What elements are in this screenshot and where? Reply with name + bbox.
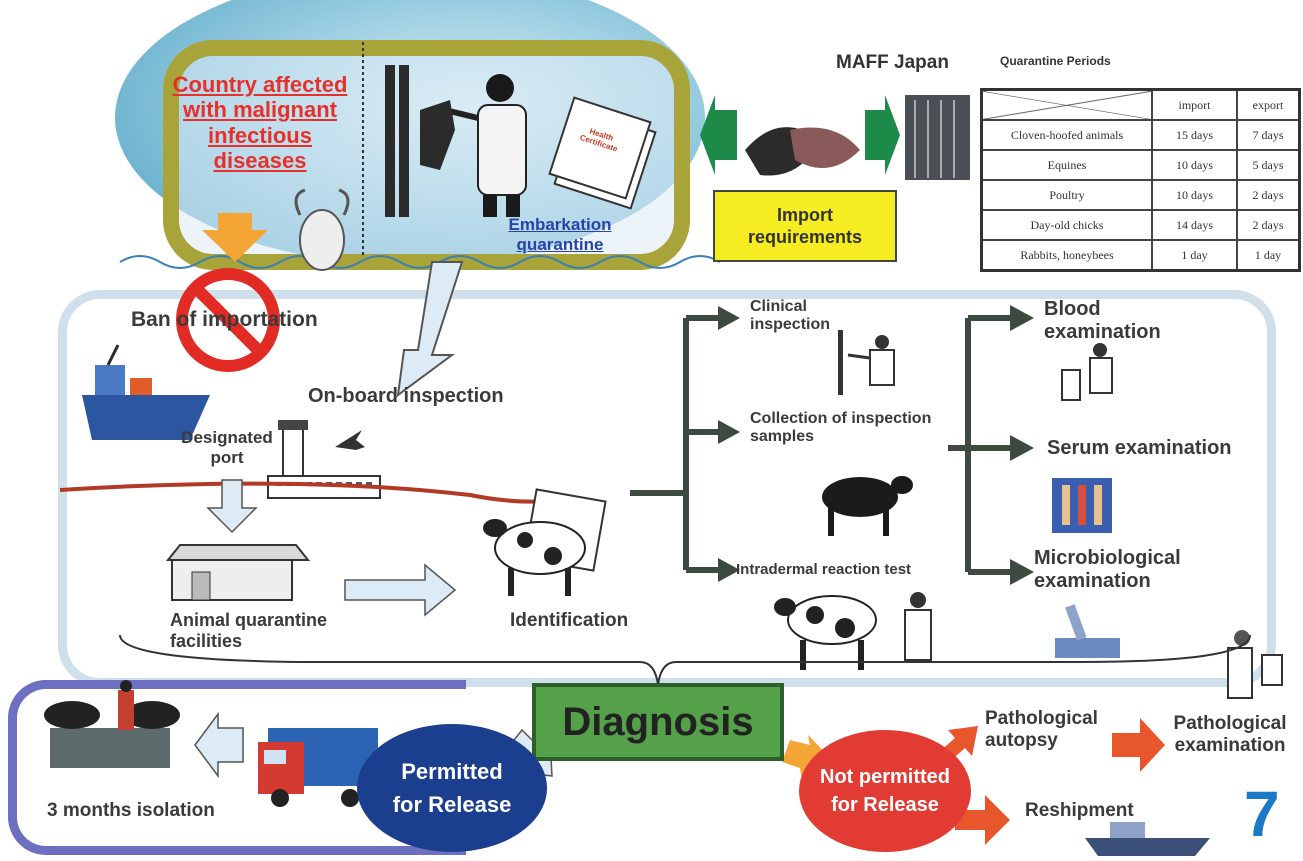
maff-japan-label: MAFF Japan	[836, 52, 949, 73]
table-cell: Equines	[980, 149, 1153, 181]
cargo-ship-icon	[82, 344, 210, 440]
flow-branch-arrows	[630, 305, 1034, 585]
quarantine-periods-title: Quarantine Periods	[1000, 54, 1111, 68]
facility-right-arrow	[344, 563, 457, 617]
table-row: Equines 10 days 5 days	[980, 149, 1301, 181]
table-cell: 1 day	[1236, 239, 1301, 272]
gate-bar-right	[399, 65, 409, 217]
microscope-icon	[1055, 604, 1120, 658]
animal-quarantine-facilities-label: Animal quarantine facilities	[170, 610, 328, 651]
intradermal-test-icon	[774, 592, 932, 670]
maff-right-green-arrow-head	[885, 95, 900, 175]
microbiological-examination-label: Microbiological examination	[1034, 547, 1181, 592]
ban-sign-icon	[176, 268, 280, 372]
table-cell: 2 days	[1236, 209, 1301, 241]
table-cell: 10 days	[1151, 179, 1238, 211]
maff-right-green-arrow	[865, 110, 885, 160]
reshipment-boat-icon	[1085, 822, 1210, 856]
inspector-icon	[444, 74, 527, 217]
onboard-down-arrow	[396, 261, 464, 398]
maff-left-green-arrow	[715, 110, 737, 160]
table-cell: Rabbits, honeybees	[980, 239, 1153, 272]
maff-building-icon	[905, 95, 970, 180]
black-cow-icon	[822, 476, 913, 536]
diagnosis-to-not-permitted-arrow	[782, 735, 832, 780]
table-row: Rabbits, honeybees 1 day 1 day	[980, 239, 1301, 272]
diagnosis-box: Diagnosis	[532, 683, 784, 761]
page-number: 7	[1244, 778, 1280, 850]
identification-cow-icon	[483, 488, 607, 596]
pathologist-icon	[1227, 630, 1283, 699]
to-pathological-exam-arrow	[1112, 718, 1165, 772]
sea-wave-line	[119, 255, 721, 269]
three-months-isolation-label: 3 months isolation	[47, 800, 215, 821]
isolation-cattle-icon	[44, 680, 180, 768]
quarantine-facility-icon	[165, 544, 311, 601]
collection-samples-label: Collection of inspection samples	[750, 410, 932, 446]
truck-to-isolation-arrow	[194, 711, 244, 779]
table-cell: 14 days	[1151, 209, 1238, 241]
import-requirements-box: Import requirements	[713, 190, 897, 262]
ban-of-importation-label: Ban of importation	[131, 308, 318, 331]
import-requirements-label: Import requirements	[747, 204, 863, 248]
skull-icon	[294, 188, 350, 271]
pathological-autopsy-label: Pathological autopsy	[985, 708, 1098, 751]
table-row: Day-old chicks 14 days 2 days	[980, 209, 1301, 241]
table-cell: Day-old chicks	[980, 209, 1153, 241]
table-cell: 1 day	[1151, 239, 1238, 272]
truck-icon	[258, 728, 378, 807]
permitted-for-release-oval: Permitted for Release	[357, 724, 547, 852]
table-header-export: export	[1236, 88, 1301, 121]
not-permitted-for-release-label: Not permitted for Release	[820, 766, 950, 816]
table-cell: Poultry	[980, 179, 1153, 211]
to-reshipment-arrow	[955, 795, 1010, 845]
health-certificate-icon	[548, 96, 657, 210]
pathological-examination-label: Pathological examination	[1173, 713, 1287, 756]
reshipment-label: Reshipment	[1025, 800, 1134, 821]
table-cell: 15 days	[1151, 119, 1238, 151]
country-affected-label: Country affected with malignant infectio…	[172, 72, 348, 173]
not-permitted-for-release-oval: Not permitted for Release	[799, 730, 971, 852]
on-board-inspection-label: On-board inspection	[308, 385, 504, 407]
handshake-icon	[745, 127, 860, 176]
animal-silhouette-icon	[420, 100, 455, 170]
isolation-panel	[8, 680, 466, 855]
table-cell: 7 days	[1236, 119, 1301, 151]
table-cell: 10 days	[1151, 149, 1238, 181]
table-cell: 5 days	[1236, 149, 1301, 181]
quarantine-periods-table: import export Cloven-hoofed animals 15 d…	[980, 88, 1301, 272]
blood-examination-label: Blood examination	[1044, 298, 1161, 343]
ban-down-arrow	[202, 213, 268, 262]
table-header-import: import	[1151, 88, 1238, 121]
serum-examination-label: Serum examination	[1047, 437, 1232, 459]
intradermal-test-label: Intradermal reaction test	[736, 561, 912, 578]
clinical-inspector-icon	[838, 330, 895, 395]
blood-lab-icon	[1061, 343, 1113, 401]
permitted-for-release-label: Permitted for Release	[392, 759, 512, 817]
maff-left-green-arrow-head	[700, 95, 715, 175]
diagnosis-label: Diagnosis	[562, 699, 754, 744]
test-tubes-icon	[1052, 478, 1112, 533]
gate-bar-left	[385, 65, 395, 217]
port-down-arrow	[206, 479, 258, 534]
table-cell: Cloven-hoofed animals	[980, 119, 1153, 151]
embarkation-quarantine-label: Embarkation quarantine	[508, 215, 612, 254]
identification-label: Identification	[510, 610, 629, 631]
designated-port-label: Designated port	[181, 428, 273, 467]
clinical-inspection-label: Clinical inspection	[750, 298, 831, 334]
table-row: Poultry 10 days 2 days	[980, 179, 1301, 211]
table-header-corner	[980, 88, 1153, 121]
table-cell: 2 days	[1236, 179, 1301, 211]
table-row: Cloven-hoofed animals 15 days 7 days	[980, 119, 1301, 151]
airplane-icon	[335, 430, 365, 450]
table-header-row: import export	[980, 88, 1301, 121]
import-route-line	[59, 481, 561, 504]
